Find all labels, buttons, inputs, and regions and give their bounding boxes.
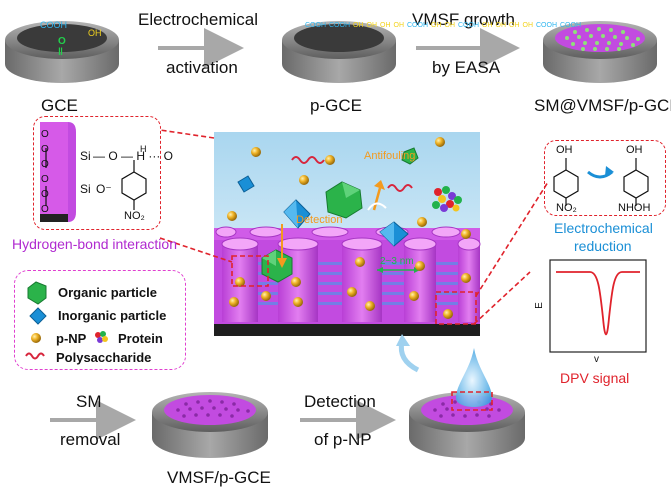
p-gce-group: OH [393, 22, 405, 29]
legend-organic: Organic particle [58, 285, 157, 300]
hbond-structure [40, 122, 147, 222]
reduction-nhoh: NHOH [618, 202, 651, 214]
electrode-gce [5, 21, 119, 83]
p-gce-group: COOH [536, 22, 557, 29]
bottom-arrow2-line1: Detection [304, 392, 376, 411]
central-film-scene [214, 132, 481, 336]
hbond-h-super: H [140, 144, 147, 154]
dpv-caption: DPV signal [560, 370, 630, 386]
p-gce-group: OH [431, 22, 442, 29]
electrode-detection [409, 348, 525, 458]
gce-cooh-text: COOH [40, 20, 67, 30]
reduction-caption-2: reduction [574, 238, 632, 254]
p-gce-group: OH [380, 22, 391, 29]
reduction-box [544, 140, 666, 216]
legend-icons [25, 281, 108, 360]
hbond-si-top: Si [80, 149, 91, 163]
electrode-p-gce [282, 21, 396, 83]
legend-pnp: p-NP [56, 331, 87, 346]
gce-oh-text: OH [88, 28, 102, 38]
legend-polysaccharide: Polysaccharide [56, 350, 152, 365]
p-gce-group: OH [509, 22, 520, 29]
arrow1-label-line1: Electrochemical [138, 10, 258, 29]
pore-size-label: 2~3 nm [380, 256, 414, 267]
legend-box [14, 270, 186, 370]
p-gce-group: COOH [407, 22, 428, 29]
bottom-electrode-label: VMSF/p-GCE [167, 468, 271, 487]
p-gce-group: COOH [305, 22, 326, 29]
p-gce-group: OH [366, 22, 378, 29]
hbond-o-label: O [41, 189, 49, 200]
dpv-xlabel: v [594, 354, 599, 365]
reduction-no2: NO₂ [556, 202, 577, 214]
bottom-arrow1-line1: SM [76, 392, 102, 411]
dpv-ylabel: E [533, 302, 545, 309]
hbond-o-label: O [41, 129, 49, 140]
hbond-o-label: O [41, 144, 49, 155]
bottom-arrow1-line2: removal [60, 430, 121, 449]
electrode-vmsf [152, 392, 268, 458]
hbond-ohh: — O — H ··· O [93, 149, 173, 163]
hbond-o-label: O [41, 174, 49, 185]
reduction-oh-right: OH [626, 144, 643, 156]
antifouling-label: Antifouling [364, 150, 416, 162]
arrow2-label-line1: VMSF growth [412, 10, 515, 29]
p-gce-group: OH [495, 22, 507, 29]
p-gce-group: OH [522, 22, 534, 29]
reduction-oh-left: OH [556, 144, 573, 156]
gce-carbonyl: O‖ [58, 36, 66, 58]
hbond-o-label: O [41, 159, 49, 170]
legend-protein: Protein [118, 331, 163, 346]
p-gce-group: COOH [329, 22, 350, 29]
electrode-sm-vmsf [543, 21, 657, 83]
electrode2-label: p-GCE [310, 96, 362, 115]
zoom-box-left [231, 255, 269, 287]
p-gce-group: OH [353, 22, 364, 29]
zoom-box-right [435, 291, 477, 325]
bottom-arrow2-line2: of p-NP [314, 430, 372, 449]
reduction-caption-1: Electrochemical [554, 220, 653, 236]
p-gce-group: COOH [560, 22, 581, 29]
hbond-o-minus: O⁻ [96, 182, 112, 196]
arrow2-label-line2: by EASA [432, 58, 501, 77]
legend-inorganic: Inorganic particle [58, 308, 167, 323]
arrow1-label-line2: activation [166, 58, 238, 77]
hbond-o-label: O [41, 204, 49, 215]
p-gce-group: OH [444, 22, 456, 29]
hbond-caption: Hydrogen-bond interaction [12, 236, 177, 252]
hbond-no2: NO₂ [124, 210, 145, 222]
hbond-si-bottom: Si [80, 182, 91, 196]
detection-label: Detection [296, 214, 343, 226]
reduction-structure [553, 158, 649, 206]
hbond-box [33, 116, 161, 230]
electrode3-label: SM@VMSF/p-GCE [534, 96, 671, 115]
dpv-plot [549, 259, 647, 353]
cycle-arrow [398, 341, 420, 373]
p-gce-group: OH [482, 22, 493, 29]
p-gce-group: COOH [458, 22, 479, 29]
electrode1-label: GCE [41, 96, 78, 115]
